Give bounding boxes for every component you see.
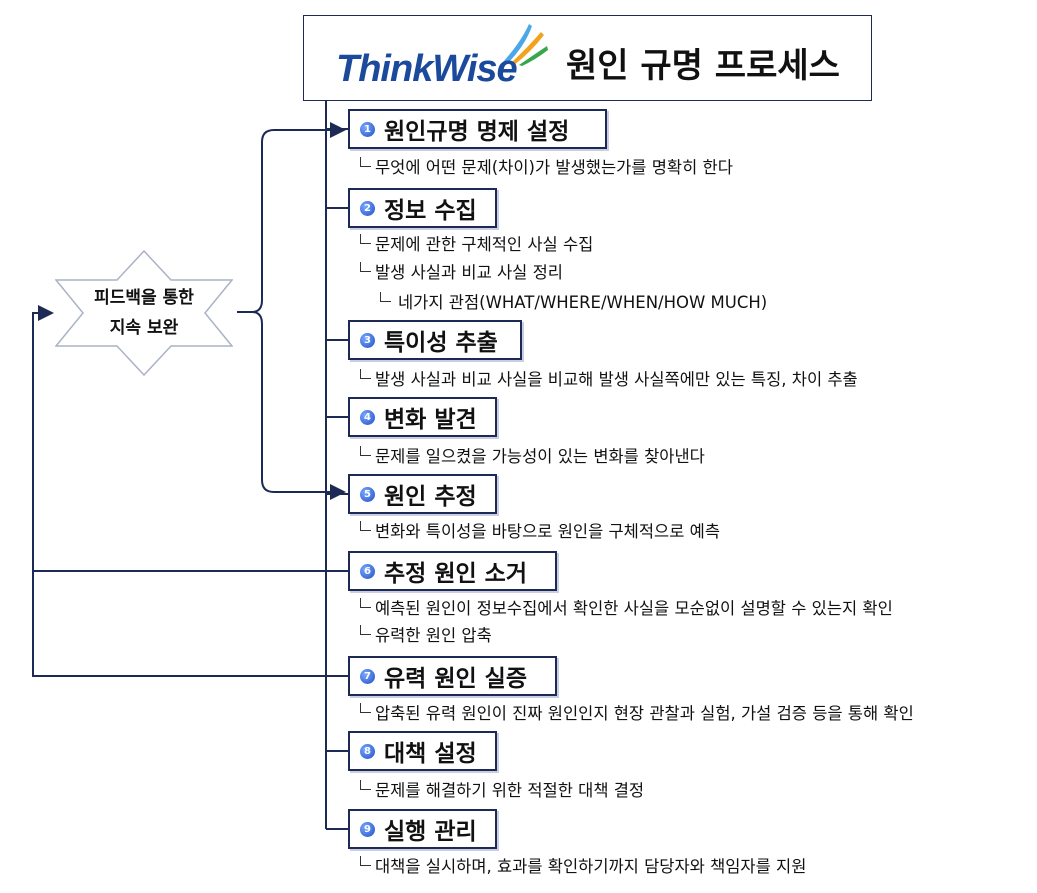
sub-item-connector (380, 292, 391, 302)
step-box-2: 2 정보 수집 (348, 188, 497, 228)
step-box-8: 8 대책 설정 (348, 731, 497, 771)
sub-item-connector (360, 703, 371, 713)
step-box-7: 7 유력 원인 실증 (348, 656, 557, 696)
page-title: 원인 규명 프로세스 (566, 46, 840, 86)
step-box-6: 6 추정 원인 소거 (348, 551, 557, 591)
step-label: 대책 설정 (384, 741, 477, 767)
sub-item: 무엇에 어떤 문제(차이)가 발생했는가를 명확히 한다 (375, 158, 733, 177)
step-number-badge: 8 (360, 743, 375, 759)
sub-item: 문제를 해결하기 위한 적절한 대책 결정 (375, 781, 645, 800)
sub-item: 문제에 관한 구체적인 사실 수집 (375, 235, 594, 254)
sub-item: 예측된 원인이 정보수집에서 확인한 사실을 모순없이 설명할 수 있는지 확인 (375, 599, 893, 618)
step-number-badge: 5 (360, 486, 375, 502)
step-box-9: 9 실행 관리 (348, 809, 497, 849)
title-box: ThinkWise 원인 규명 프로세스 (303, 15, 872, 101)
step-label: 특이성 추출 (384, 330, 498, 356)
logo-swoosh-icon (503, 24, 548, 66)
step-number-badge: 1 (360, 121, 375, 137)
step-box-5: 5 원인 추정 (348, 474, 497, 514)
sub-item-connector (360, 598, 371, 608)
feedback-label: 피드백을 통한 지속 보완 (55, 283, 233, 343)
feedback-star-shape (55, 250, 233, 376)
feedback-line-1: 피드백을 통한 (94, 288, 194, 308)
step-number-badge: 6 (360, 563, 375, 579)
step-number-badge: 4 (360, 409, 375, 425)
step-label: 원인규명 명제 설정 (384, 119, 570, 145)
step-label: 실행 관리 (384, 819, 477, 845)
step-number-badge: 9 (360, 821, 375, 837)
sub-item: 발생 사실과 비교 사실 정리 (375, 263, 563, 282)
sub-item-connector (360, 446, 371, 456)
feedback-line-2: 지속 보완 (109, 318, 179, 338)
step-box-4: 4 변화 발견 (348, 397, 497, 437)
sub-item: 문제를 일으켰을 가능성이 있는 변화를 찾아낸다 (375, 447, 705, 466)
sub-item-connector (360, 369, 371, 379)
sub-item-connector (360, 157, 371, 167)
sub-sub-item: 네가지 관점(WHAT/WHERE/WHEN/HOW MUCH) (398, 293, 768, 312)
step-number-badge: 7 (360, 668, 375, 684)
thinkwise-logo: ThinkWise (336, 48, 518, 90)
step-label: 원인 추정 (384, 484, 477, 510)
step-label: 변화 발견 (384, 407, 477, 433)
sub-item-connector (360, 625, 371, 635)
step-box-1: 1 원인규명 명제 설정 (348, 109, 607, 149)
sub-item-connector (360, 262, 371, 272)
sub-item-connector (360, 521, 371, 531)
sub-item-connector (360, 780, 371, 790)
sub-item-connector (360, 234, 371, 244)
step-number-badge: 3 (360, 332, 375, 348)
step-number-badge: 2 (360, 200, 375, 216)
step-box-3: 3 특이성 추출 (348, 320, 522, 360)
sub-item: 변화와 특이성을 바탕으로 원인을 구체적으로 예측 (375, 522, 721, 541)
sub-item: 유력한 원인 압축 (375, 626, 492, 645)
step-label: 유력 원인 실증 (384, 666, 527, 692)
step-label: 추정 원인 소거 (384, 561, 527, 587)
step-label: 정보 수집 (384, 198, 477, 224)
sub-item: 발생 사실과 비교 사실을 비교해 발생 사실쪽에만 있는 특징, 차이 추출 (375, 370, 858, 389)
sub-item: 대책을 실시하며, 효과를 확인하기까지 담당자와 책임자를 지원 (375, 857, 807, 876)
sub-item-connector (360, 856, 371, 866)
sub-item: 압축된 유력 원인이 진짜 원인인지 현장 관찰과 실험, 가설 검증 등을 통… (375, 704, 914, 723)
